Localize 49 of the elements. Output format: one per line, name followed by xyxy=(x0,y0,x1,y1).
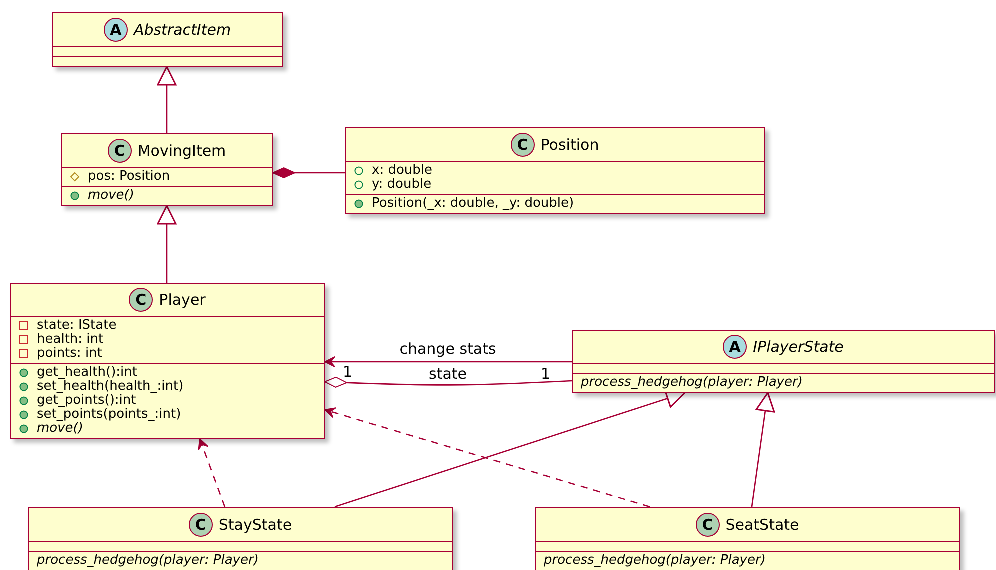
class-name: MovingItem xyxy=(138,142,226,160)
edge-label: change stats xyxy=(398,341,498,357)
inheritance-arrow xyxy=(751,392,776,508)
dependency-arrow xyxy=(324,408,650,508)
attribute-text: health: int xyxy=(37,333,104,347)
stereotype-badge: C xyxy=(108,138,132,162)
class-box xyxy=(52,12,283,67)
multiplicity-label: 1 xyxy=(343,364,353,380)
class-name: SeatState xyxy=(726,516,800,534)
attribute-text: state: IState xyxy=(37,319,117,333)
class-name: StayState xyxy=(218,516,292,534)
edge-label: state xyxy=(428,366,468,382)
attribute-text: pos: Position xyxy=(88,170,170,184)
class-box xyxy=(28,507,453,570)
association-arrow xyxy=(324,356,572,368)
method-text: process_hedgehog(player: Player) xyxy=(581,376,803,390)
method-text: set_points(points_:int) xyxy=(37,408,182,422)
stereotype-badge: A xyxy=(104,18,128,42)
method-text: get_health():int xyxy=(37,366,138,380)
class-name: Position xyxy=(540,136,600,154)
class-name: IPlayerState xyxy=(753,338,844,356)
method-text: move() xyxy=(37,422,84,436)
class-box xyxy=(572,330,995,393)
stereotype-badge: C xyxy=(188,512,213,536)
method-text: move() xyxy=(88,189,134,203)
attribute-text: x: double xyxy=(372,164,433,178)
method-text: Position(_x: double, _y: double) xyxy=(372,197,574,211)
method-text: process_hedgehog(player: Player) xyxy=(544,554,766,568)
dependency-arrow xyxy=(198,438,226,508)
class-name: Player xyxy=(159,291,206,309)
method-text: get_points():int xyxy=(37,394,136,408)
association-line xyxy=(324,376,572,388)
class-box xyxy=(535,507,960,570)
stereotype-badge: C xyxy=(696,512,720,536)
class-box xyxy=(10,283,325,439)
class-box xyxy=(345,127,765,214)
stereotype-badge: A xyxy=(723,335,748,359)
inheritance-arrow xyxy=(157,205,177,283)
method-text: process_hedgehog(player: Player) xyxy=(37,554,259,568)
attribute-text: y: double xyxy=(372,178,432,192)
stereotype-badge: C xyxy=(129,288,154,312)
class-name: AbstractItem xyxy=(134,20,232,38)
stereotype-badge: C xyxy=(510,132,535,156)
attribute-text: points: int xyxy=(37,347,102,361)
method-text: set_health(health_:int) xyxy=(37,380,184,394)
association-line xyxy=(272,168,345,178)
multiplicity-label: 1 xyxy=(541,366,551,382)
class-box xyxy=(61,133,273,206)
inheritance-arrow xyxy=(157,66,177,133)
